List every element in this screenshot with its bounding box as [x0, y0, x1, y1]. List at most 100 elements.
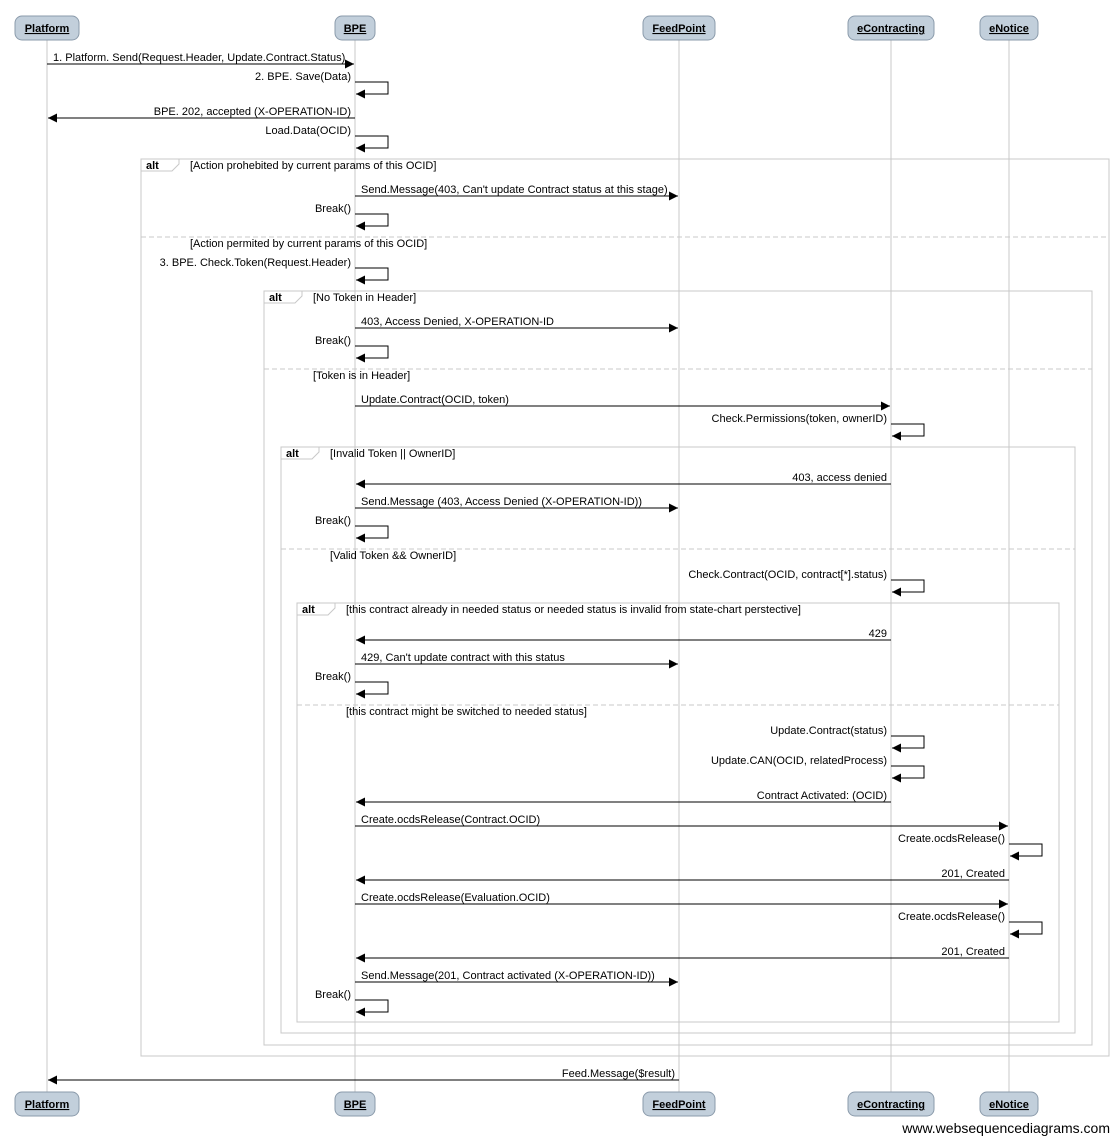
participant-box [979, 15, 1039, 41]
frame-tab [296, 602, 336, 616]
frame-guard: [Valid Token && OwnerID] [330, 550, 456, 562]
self-message-arrow [355, 999, 389, 1017]
frame-guard: [Action permited by current params of th… [190, 238, 427, 250]
message: 1. Platform. Send(Request.Header, Update… [47, 52, 354, 69]
frame-operator: alt [286, 448, 299, 460]
message-label: 1. Platform. Send(Request.Header, Update… [53, 52, 345, 64]
message: Update.Contract(OCID, token) [355, 394, 890, 411]
participant-label: eNotice [989, 1099, 1029, 1111]
message: Break() [315, 335, 389, 363]
message-label: Send.Message(201, Contract activated (X-… [361, 970, 655, 982]
message-label: Break() [315, 335, 351, 347]
participant-box [847, 1091, 935, 1117]
participant-label: Platform [25, 1099, 70, 1111]
frame-tab [280, 446, 320, 460]
message-label: Break() [315, 203, 351, 215]
participant-box [642, 1091, 716, 1117]
self-message-arrow [355, 135, 389, 153]
participant-box [979, 1091, 1039, 1117]
alt-frame: alt[this contract already in needed stat… [296, 602, 1060, 1023]
message-label: 429 [869, 628, 887, 640]
message-label: 403, Access Denied, X-OPERATION-ID [361, 316, 554, 328]
message: Load.Data(OCID) [265, 125, 389, 153]
frame-guard: [this contract might be switched to need… [346, 706, 587, 718]
message-label: Load.Data(OCID) [265, 125, 351, 137]
frame-guard: [Action prohebited by current params of … [190, 160, 436, 172]
frame-border [140, 158, 1110, 1057]
self-message-arrow [355, 81, 389, 99]
message-label: 429, Can't update contract with this sta… [361, 652, 565, 664]
self-message-arrow [355, 525, 389, 543]
message-label: Send.Message (403, Access Denied (X-OPER… [361, 496, 642, 508]
message-label: Update.Contract(OCID, token) [361, 394, 509, 406]
participant-box [642, 15, 716, 41]
message: Send.Message (403, Access Denied (X-OPER… [355, 496, 678, 513]
message: 201, Created [356, 868, 1009, 885]
alt-frame: alt [Action prohebited by current params … [140, 158, 1110, 1057]
message-label: Break() [315, 989, 351, 1001]
message: BPE. 202, accepted (X-OPERATION-ID) [48, 106, 355, 123]
self-message-arrow [1009, 921, 1043, 939]
message: Create.ocdsRelease() [898, 911, 1043, 939]
self-message-arrow [355, 267, 389, 285]
watermark: www.websequencediagrams.com [902, 1120, 1110, 1136]
participant-bpe-bottom: BPE [334, 1091, 376, 1117]
self-message-arrow [355, 213, 389, 231]
message: Break() [315, 989, 389, 1017]
participant-label: Platform [25, 23, 70, 35]
message: Check.Permissions(token, ownerID) [712, 413, 925, 441]
message-label: Create.ocdsRelease() [898, 833, 1005, 845]
message: Create.ocdsRelease(Evaluation.OCID) [355, 892, 1008, 909]
message: Create.ocdsRelease() [898, 833, 1043, 861]
participant-label: eNotice [989, 23, 1029, 35]
participant-feedpoint-top: FeedPoint [642, 15, 716, 41]
alt-frame: alt[No Token in Header][Token is in Head… [263, 290, 1093, 1046]
participant-label: eContracting [857, 1099, 925, 1111]
participant-box [847, 15, 935, 41]
participant-label: eContracting [857, 23, 925, 35]
participant-enotice-top: eNotice [979, 15, 1039, 41]
message: Send.Message(403, Can't update Contract … [355, 184, 678, 201]
message-label: BPE. 202, accepted (X-OPERATION-ID) [154, 106, 351, 118]
message: 429, Can't update contract with this sta… [355, 652, 678, 669]
message: 201, Created [356, 946, 1009, 963]
message: Break() [315, 671, 389, 699]
self-message-arrow [355, 345, 389, 363]
message: Break() [315, 203, 389, 231]
message: Contract Activated: (OCID) [356, 790, 891, 807]
message: Break() [315, 515, 389, 543]
message-label: Contract Activated: (OCID) [757, 790, 887, 802]
frame-guard: [Invalid Token || OwnerID] [330, 448, 455, 460]
message-label: Send.Message(403, Can't update Contract … [361, 184, 668, 196]
message: Send.Message(201, Contract activated (X-… [355, 970, 678, 987]
message: 3. BPE. Check.Token(Request.Header) [160, 257, 389, 285]
participant-econtracting-top: eContracting [847, 15, 935, 41]
message: Update.CAN(OCID, relatedProcess) [711, 755, 925, 783]
message-label: Break() [315, 671, 351, 683]
message-label: Create.ocdsRelease(Evaluation.OCID) [361, 892, 550, 904]
frame-border [280, 446, 1076, 1034]
participant-box [14, 15, 80, 41]
participant-label: BPE [344, 23, 367, 35]
message-label: Create.ocdsRelease(Contract.OCID) [361, 814, 540, 826]
self-message-arrow [891, 423, 925, 441]
participant-box [14, 1091, 80, 1117]
frame-operator: alt [269, 292, 282, 304]
participant-bpe-top: BPE [334, 15, 376, 41]
frame-guard: [Token is in Header] [313, 370, 410, 382]
self-message-arrow [891, 765, 925, 783]
participant-platform-bottom: Platform [14, 1091, 80, 1117]
participant-label: FeedPoint [652, 1099, 706, 1111]
message-label: Break() [315, 515, 351, 527]
message-label: Update.CAN(OCID, relatedProcess) [711, 755, 887, 767]
frame-guard: [this contract already in needed status … [346, 604, 801, 616]
frame-tab [140, 158, 180, 172]
message-label: Update.Contract(status) [770, 725, 887, 737]
participant-box [334, 15, 376, 41]
participant-platform-top: Platform [14, 15, 80, 41]
participant-box [334, 1091, 376, 1117]
participant-label: FeedPoint [652, 23, 706, 35]
message-label: Check.Permissions(token, ownerID) [712, 413, 887, 425]
participant-feedpoint-bottom: FeedPoint [642, 1091, 716, 1117]
